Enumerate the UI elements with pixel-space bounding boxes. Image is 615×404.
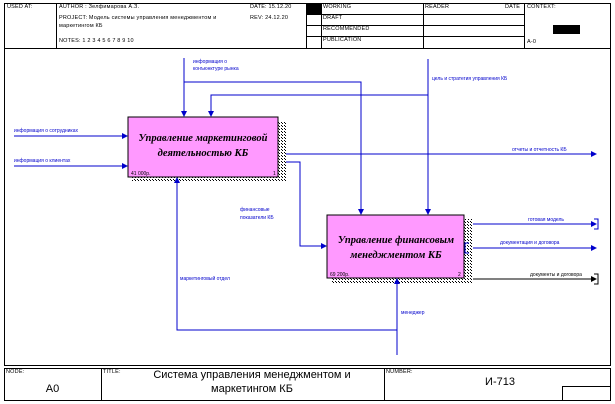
label-output-docs2: документы и договора [530,272,582,278]
label-input-clients: информация о клиентах [14,158,71,164]
date: DATE: 15.12.20 [250,4,292,10]
box1-marketing[interactable] [127,116,279,178]
arrowhead-icon [358,209,364,215]
divider [423,3,424,49]
project: PROJECT: Модель системы управления менед… [59,15,217,21]
tunnel-icon [464,242,469,254]
author: AUTHOR : Зелфимарова А.З. [59,4,140,10]
label-output-model: готовая модель [528,217,564,223]
arrowhead-icon [394,278,400,284]
arrowhead-icon [208,111,214,117]
arrowhead-icon [591,276,597,282]
divider [524,3,525,49]
status-draft: DRAFT [323,15,343,21]
arrowhead-icon [425,209,431,215]
label-market-info-2: конъюнктуре рынка [193,66,239,72]
project-line2: маркетингом КБ [59,23,103,29]
box2-title-line2: менеджментом КБ [349,250,442,261]
box1-title-line1: Управление маркетинговой [139,133,268,144]
reader-label: READER [425,4,450,10]
context-node: A-0 [527,39,537,45]
box1-number: 1 [273,171,276,177]
arrowhead-icon [591,151,597,157]
divider [306,14,524,15]
arrowhead-icon [122,133,128,139]
title-line1: Система управления менеджментом и [153,369,351,381]
divider [321,3,322,49]
box1-cost: 41 000р. [131,171,150,177]
number-value: И-713 [485,376,515,388]
tunnel-icon [594,218,599,230]
divider [562,386,563,401]
arrow-strategy-branch[interactable] [210,94,428,116]
label-mech-marketing: маркетинговый отдел [180,275,230,282]
arrow-mech-marketing[interactable] [176,183,397,331]
arrowhead-icon [122,163,128,169]
date-label: DATE [505,4,521,10]
diagram-frame [4,48,611,366]
tunnel-icon [594,273,599,285]
working-marker [306,3,321,14]
box2-title-line1: Управление финансовым [338,235,454,246]
label-fin-2: показатели КБ [240,215,274,221]
label-strategy: цель и стратегия управления КБ [432,76,508,82]
divider [562,386,611,387]
label-output-docs: документация и договора [500,240,560,246]
number-label: NUMBER: [386,369,413,375]
title-label: TITLE: [103,369,121,375]
divider [306,36,524,37]
arrowhead-icon [174,177,180,183]
node-value: A0 [45,383,60,395]
title-line2: маркетингом КБ [211,383,293,395]
box2-finance[interactable] [326,214,465,279]
used-at-label: USED AT: [7,4,33,10]
divider [384,368,385,401]
label-market-info-1: информация о [193,59,227,65]
node-label: NODE: [6,369,25,375]
divider [101,368,102,401]
arrow-fin-indicators[interactable] [286,161,326,247]
label-output-reports: отчеты и отчетность КБ [512,147,567,153]
status-publication: PUBLICATION [323,37,362,43]
arrowhead-icon [181,111,187,117]
status-working: WORKING [323,4,352,10]
divider [306,25,524,26]
arrowhead-icon [591,245,597,251]
context-label: CONTEXT: [527,4,556,10]
box1-title-line2: деятельностью КБ [158,148,249,159]
box2-number: 2 [458,272,461,278]
arrow-market-info-branch[interactable] [184,81,362,214]
box2-cost: 69 200р. [330,272,349,278]
rev: REV: 24.12.20 [250,15,289,21]
label-fin-1: финансовые [240,207,270,213]
status-recommended: RECOMMENDED [323,26,370,32]
arrowhead-icon [591,221,597,227]
divider [56,3,57,49]
divider [306,3,307,49]
label-mech-manager: менеджер [401,310,425,316]
footer-frame [4,368,611,401]
label-input-staff: информация о сотрудниках [14,128,78,134]
arrowhead-icon [321,243,327,249]
notes: NOTES: 1 2 3 4 5 6 7 8 9 10 [59,38,134,44]
context-box-icon [553,25,580,34]
